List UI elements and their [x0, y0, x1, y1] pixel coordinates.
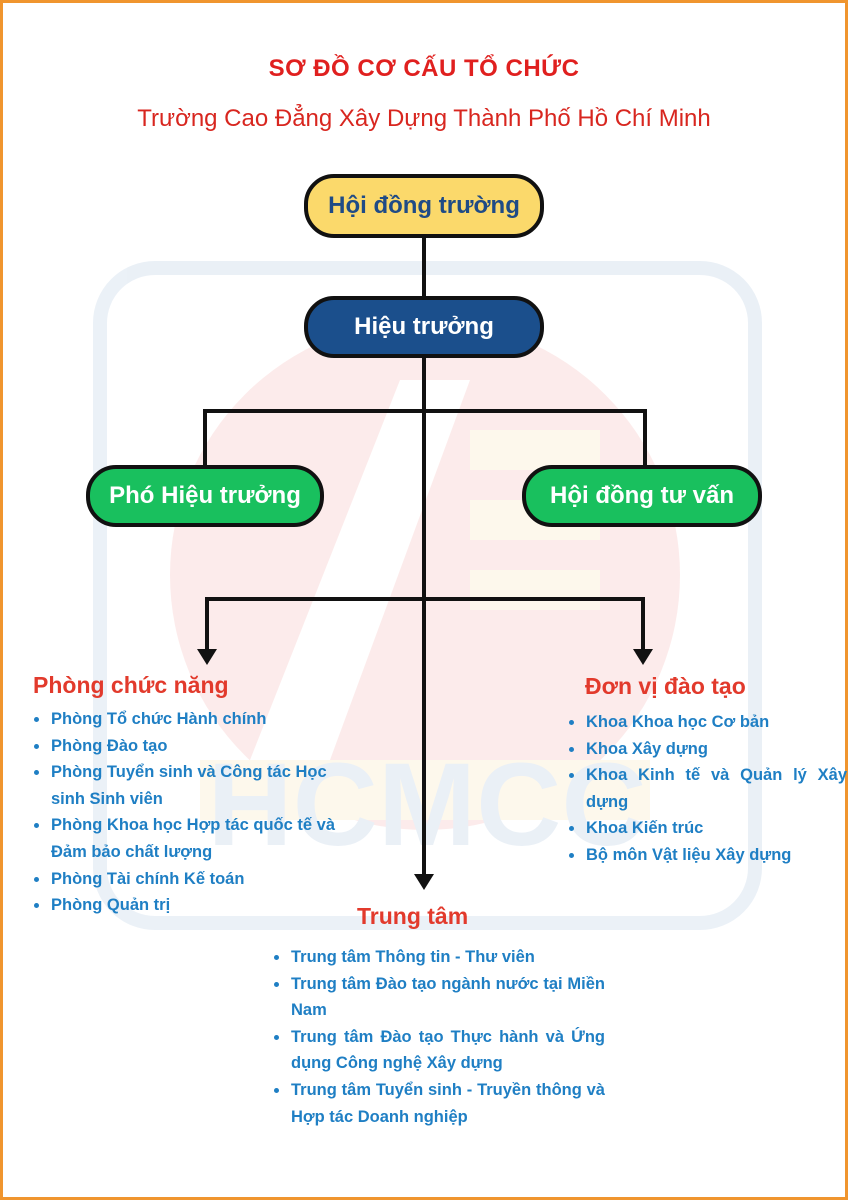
functional-departments-title: Phòng chức năng — [33, 672, 229, 698]
centers-title: Trung tâm — [357, 903, 469, 929]
list-item: Trung tâm Tuyển sinh - Truyền thông và H… — [290, 1077, 605, 1130]
functional-departments-list: Phòng Tổ chức Hành chính Phòng Đào tạo P… — [31, 706, 350, 919]
list-item: Phòng Khoa học Hợp tác quốc tế và Đảm bả… — [50, 812, 350, 865]
training-units-list: Khoa Khoa học Cơ bản Khoa Xây dựng Khoa … — [566, 709, 847, 869]
list-item: Trung tâm Đào tạo Thực hành và Ứng dụng … — [290, 1024, 605, 1077]
list-item: Phòng Quản trị — [50, 892, 350, 919]
connector-principal-branches — [203, 409, 647, 465]
list-item: Khoa Xây dựng — [585, 736, 847, 763]
arrow-down-icon — [633, 649, 653, 665]
vice-principal-node: Phó Hiệu trưởng — [86, 465, 324, 527]
list-item: Phòng Tài chính Kế toán — [50, 866, 350, 893]
list-item: Phòng Đào tạo — [50, 733, 350, 760]
list-item: Trung tâm Thông tin - Thư viên — [290, 944, 605, 971]
training-units-title: Đơn vị đào tạo — [585, 673, 746, 699]
list-item: Trung tâm Đào tạo ngành nước tại Miền Na… — [290, 971, 605, 1024]
page-title: SƠ ĐỒ CƠ CẤU TỔ CHỨC — [268, 55, 580, 82]
page-subtitle: Trường Cao Đẳng Xây Dựng Thành Phố Hồ Ch… — [137, 105, 711, 132]
advisory-council-node: Hội đồng tư vấn — [522, 465, 762, 527]
list-item: Phòng Tổ chức Hành chính — [50, 706, 350, 733]
principal-node: Hiệu trưởng — [304, 296, 544, 358]
list-item: Khoa Khoa học Cơ bản — [585, 709, 847, 736]
list-item: Khoa Kinh tế và Quản lý Xây dựng — [585, 762, 847, 815]
connector-departments-units — [205, 597, 645, 652]
list-item: Phòng Tuyển sinh và Công tác Học sinh Si… — [50, 759, 350, 812]
board-node: Hội đồng trường — [304, 174, 544, 238]
arrow-down-icon — [197, 649, 217, 665]
list-item: Khoa Kiến trúc — [585, 815, 847, 842]
arrow-down-icon — [414, 874, 434, 890]
list-item: Bộ môn Vật liệu Xây dựng — [585, 842, 847, 869]
centers-list: Trung tâm Thông tin - Thư viên Trung tâm… — [271, 944, 605, 1130]
